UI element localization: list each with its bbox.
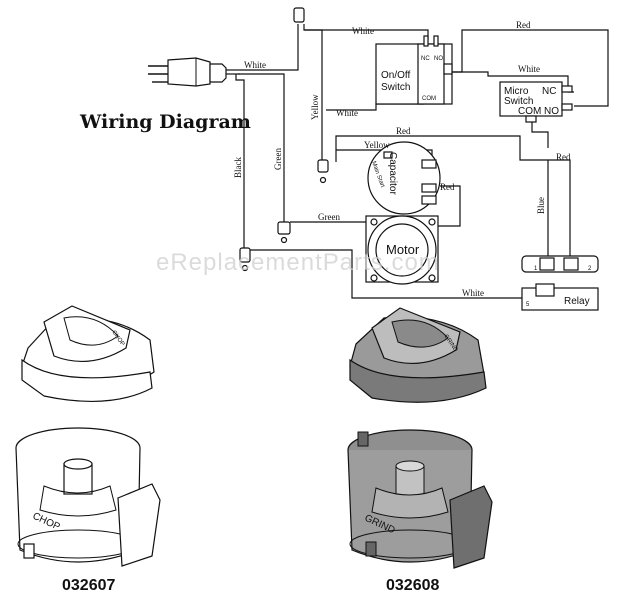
wire-label-white-bottom: White xyxy=(462,288,484,298)
wire-label-red-right: Red xyxy=(556,152,571,162)
part-number-032607: 032607 xyxy=(62,577,115,594)
grind-bowl: GRIND xyxy=(347,429,493,569)
wire-label-white-micro: White xyxy=(518,64,540,74)
product-032608-illustration: GRIND GRIND 032608 xyxy=(347,307,493,594)
on-off-switch-label-2: Switch xyxy=(381,82,410,93)
wire-label-yellow-cap: Yellow xyxy=(364,140,390,150)
capacitor: Capacitor Main Start xyxy=(367,141,441,215)
relay: 1 2 5 Relay xyxy=(521,255,599,311)
wire-label-blue-vertical: Blue xyxy=(536,197,546,214)
motor-label: Motor xyxy=(386,242,420,257)
diagram-title: Wiring Diagram xyxy=(79,111,251,133)
micro-switch: Micro Switch NC COM NO xyxy=(499,81,573,123)
wire-label-yellow-vertical: Yellow xyxy=(310,94,320,120)
wire-connectors xyxy=(239,7,329,272)
wire-label-red-mid: Red xyxy=(396,126,411,136)
wire-label-red-cap: Red xyxy=(440,182,455,192)
micro-no-label: NO xyxy=(544,106,559,117)
on-off-no-label: NO xyxy=(434,56,443,62)
part-number-032608: 032608 xyxy=(386,577,439,594)
wire-label-white-mid: White xyxy=(336,108,358,118)
micro-switch-label-1: Micro xyxy=(504,86,529,97)
grind-lid: GRIND xyxy=(349,307,487,403)
wire-labels: White White Red White Yellow White Red Y… xyxy=(233,20,571,298)
wire-label-white-top: White xyxy=(352,26,374,36)
watermark-text: eReplacementParts.com xyxy=(156,249,440,276)
product-032607-illustration: CHOP CHOP 032607 xyxy=(15,305,161,594)
wire-label-green-vertical: Green xyxy=(273,148,283,170)
relay-label: Relay xyxy=(564,296,590,307)
wire-label-green-horizontal: Green xyxy=(318,212,340,222)
capacitor-label: Capacitor xyxy=(387,152,398,195)
on-off-switch-label-1: On/Off xyxy=(381,70,410,81)
on-off-com-label: COM xyxy=(422,96,436,102)
chop-lid: CHOP xyxy=(21,305,155,403)
wire-label-black-vertical: Black xyxy=(233,157,243,178)
micro-switch-label-2: Switch xyxy=(504,96,533,107)
wire-label-white-plug: White xyxy=(244,60,266,70)
relay-pin-2: 2 xyxy=(588,266,592,272)
micro-com-label: COM xyxy=(518,106,541,117)
motor: Motor xyxy=(365,215,439,285)
wire-label-red-top: Red xyxy=(516,20,531,30)
power-plug xyxy=(148,57,240,87)
on-off-nc-label: NC xyxy=(421,56,430,62)
micro-nc-label: NC xyxy=(542,86,556,97)
on-off-switch: On/Off Switch NC NO COM xyxy=(375,35,453,105)
relay-pin-1: 1 xyxy=(534,266,538,272)
relay-pin-5: 5 xyxy=(526,302,530,308)
chop-bowl: CHOP xyxy=(15,427,161,567)
